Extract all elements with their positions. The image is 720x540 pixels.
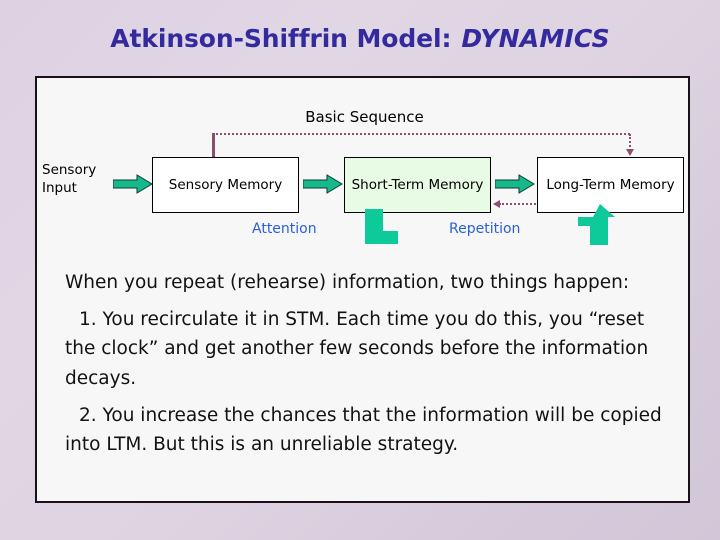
content-panel: Basic Sequence Sensory Input — [35, 76, 690, 503]
slide-title: Atkinson-Shiffrin Model: DYNAMICS — [0, 24, 720, 53]
feedback-top-stub — [212, 133, 215, 157]
box-long-term-memory-label: Long-Term Memory — [546, 176, 675, 193]
slide-title-italic: DYNAMICS — [461, 24, 610, 53]
box-sensory-memory: Sensory Memory — [152, 157, 299, 213]
diagram-caption: Basic Sequence — [305, 108, 424, 126]
flow-arrow-sensory-memory-to-stm — [302, 174, 343, 198]
feedback-top-arrowhead — [626, 149, 634, 156]
box-sensory-memory-label: Sensory Memory — [168, 176, 283, 193]
label-repetition: Repetition — [449, 221, 521, 237]
flow-arrow-stm-to-ltm — [494, 174, 535, 198]
feedback-return-arrowhead — [493, 200, 500, 208]
box-long-term-memory: Long-Term Memory — [537, 157, 684, 213]
label-sensory-input: Sensory Input — [42, 162, 97, 196]
body-text-block: When you repeat (rehearse) information, … — [65, 268, 673, 459]
box-short-term-memory: Short-Term Memory — [344, 157, 491, 213]
body-paragraph-1: When you repeat (rehearse) information, … — [65, 272, 630, 293]
memory-model-diagram: Basic Sequence Sensory Input — [37, 78, 692, 263]
feedback-top-line — [213, 133, 630, 135]
body-paragraph-2: 1. You recirculate it in STM. Each time … — [65, 309, 649, 389]
feedback-top-descender — [629, 134, 631, 151]
repetition-loop-down-block — [365, 209, 399, 249]
repetition-loop-up-arrow — [578, 204, 616, 250]
slide-title-plain: Atkinson-Shiffrin Model: — [110, 24, 452, 53]
feedback-return-line — [499, 203, 539, 205]
box-short-term-memory-label: Short-Term Memory — [351, 176, 484, 193]
body-paragraph-3: 2. You increase the chances that the inf… — [65, 404, 662, 456]
flow-arrow-input-to-sensory-memory — [112, 174, 153, 198]
label-attention: Attention — [252, 221, 317, 237]
